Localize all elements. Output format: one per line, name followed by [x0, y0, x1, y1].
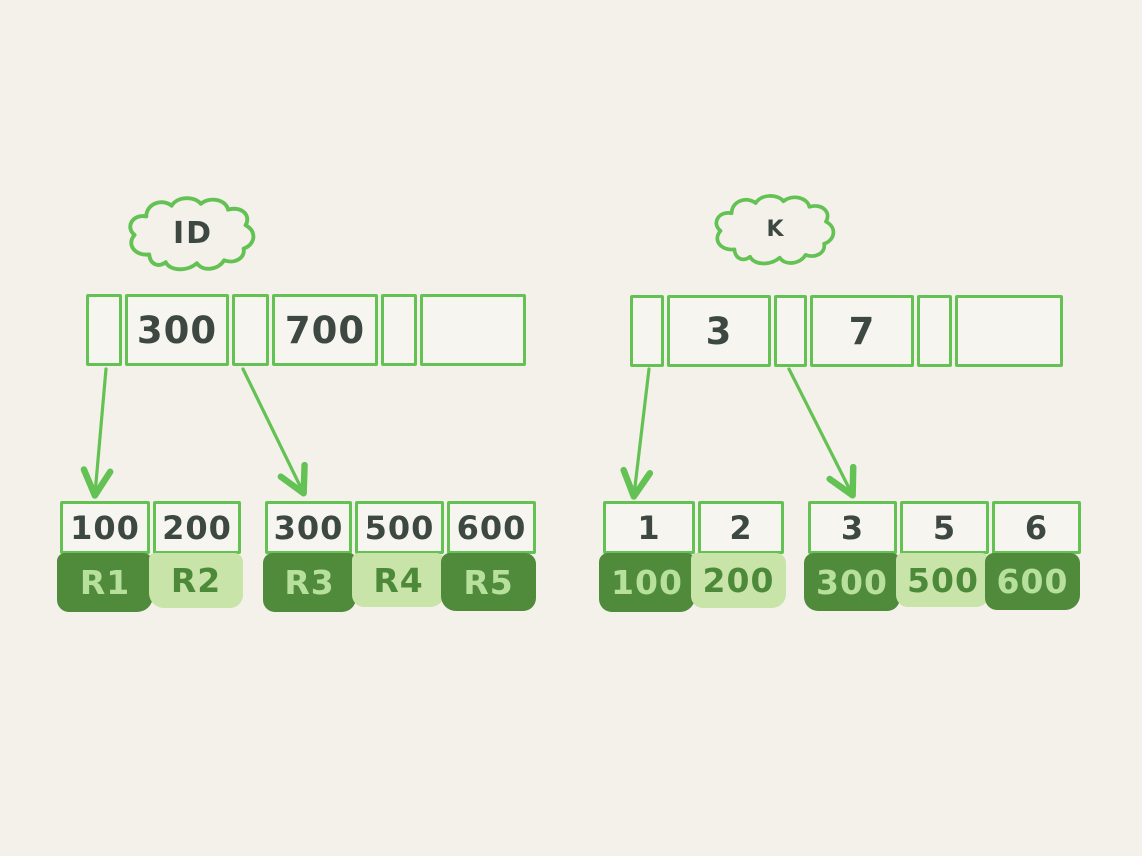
record-block: 200: [691, 553, 786, 608]
key-cell: 700: [272, 294, 378, 366]
id-cloud: ID: [120, 194, 266, 272]
record-block: 600: [985, 553, 1080, 610]
record-block: R3: [263, 553, 356, 612]
pointer-cell: [917, 295, 952, 367]
record-block: R2: [149, 553, 243, 608]
record-block: R5: [441, 553, 536, 611]
key-cell: 200: [153, 501, 241, 554]
key-cell: 100: [60, 501, 150, 554]
pointer-arrow: [620, 367, 654, 500]
key-cell: 7: [810, 295, 914, 367]
pointer-cell: [774, 295, 807, 367]
cloud-icon: [128, 196, 256, 272]
right-leaf-node-2: 3 5 6: [808, 501, 1081, 554]
key-cell: 600: [447, 501, 536, 554]
record-block: 300: [804, 553, 900, 611]
key-cell: 300: [125, 294, 229, 366]
record-block: R4: [352, 553, 445, 607]
key-cell: 1: [603, 501, 695, 554]
pointer-arrow: [787, 367, 857, 499]
key-cell: 3: [808, 501, 897, 554]
key-cell: 500: [355, 501, 444, 554]
key-cell: 2: [698, 501, 784, 554]
pointer-arrow: [80, 367, 114, 499]
pointer-cell: [630, 295, 664, 367]
k-cloud-label: K: [766, 216, 786, 242]
key-cell: [955, 295, 1063, 367]
right-root-node: 3 7: [630, 295, 1063, 367]
key-cell: 6: [992, 501, 1081, 554]
k-cloud: K: [705, 192, 847, 266]
key-cell: 5: [900, 501, 989, 554]
left-root-node: 300 700: [86, 294, 526, 366]
cloud-icon: [714, 194, 836, 266]
key-cell: 3: [667, 295, 771, 367]
right-leaf-node-1: 1 2: [603, 501, 784, 554]
pointer-cell: [232, 294, 269, 366]
pointer-arrow: [241, 367, 308, 497]
record-block: 100: [599, 553, 695, 612]
id-cloud-label: ID: [172, 215, 214, 251]
key-cell: 300: [265, 501, 352, 554]
key-cell: [420, 294, 526, 366]
left-leaf-node-2: 300 500 600: [265, 501, 536, 554]
left-leaf-node-1: 100 200: [60, 501, 241, 554]
pointer-cell: [86, 294, 122, 366]
record-block: R1: [57, 553, 153, 612]
record-block: 500: [896, 553, 990, 607]
pointer-cell: [381, 294, 417, 366]
